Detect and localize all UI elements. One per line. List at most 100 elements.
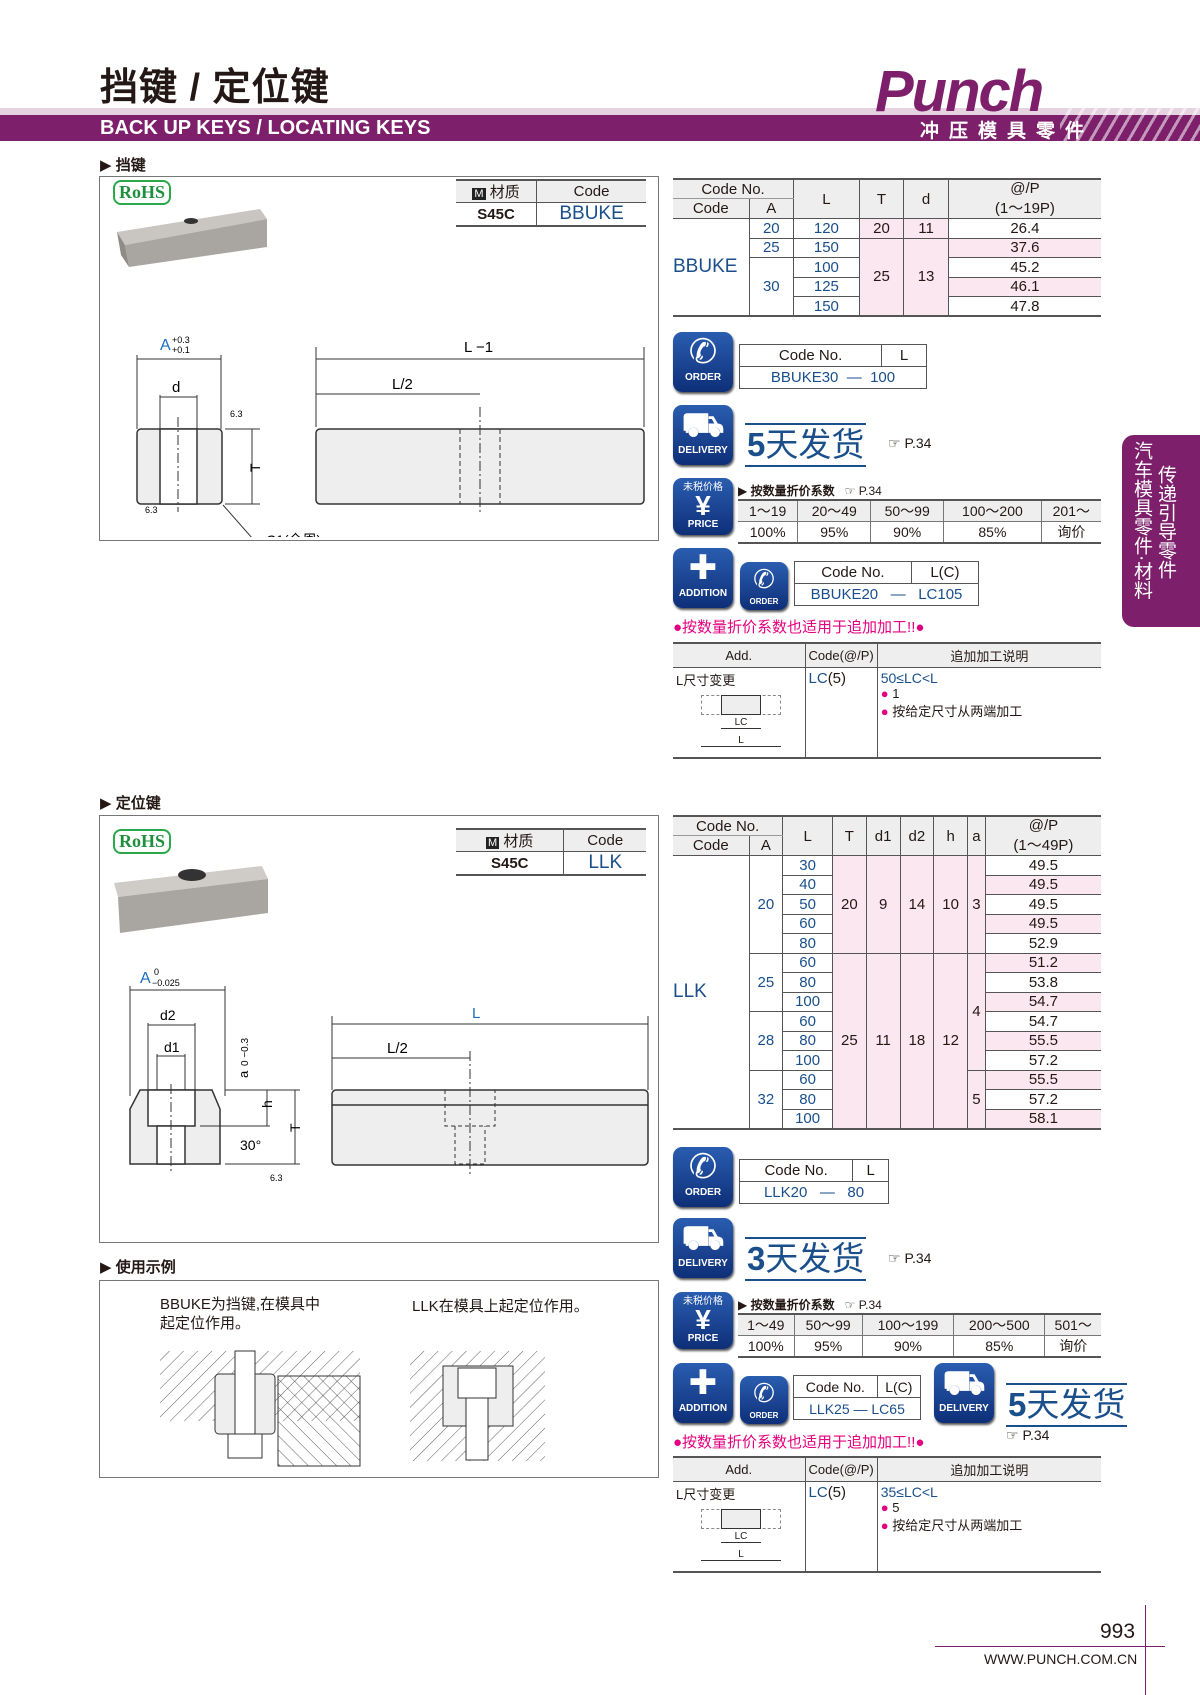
l-cell: 40 bbox=[782, 874, 833, 895]
code-cell: BBUKE bbox=[673, 218, 750, 317]
dim-a-tolerance: 0 −0.3 bbox=[240, 1037, 251, 1066]
material-header: M 材质 bbox=[456, 829, 564, 852]
header-a: A bbox=[748, 835, 783, 856]
delivery-ref[interactable]: ☞ P.34 bbox=[888, 1250, 932, 1266]
discount-rate: 100% bbox=[747, 1338, 784, 1354]
price-cell: 49.5 bbox=[984, 855, 1101, 876]
delivery-days: 3天发货 bbox=[745, 1237, 867, 1281]
section-heading-usage: 使用示例 bbox=[100, 1256, 176, 1277]
price-cell: 49.5 bbox=[984, 913, 1101, 934]
header-a2: a bbox=[967, 815, 986, 856]
material-icon: M bbox=[472, 188, 486, 200]
add-description: 35≤LC<L● 5● 按给定尺寸从两端加工 bbox=[876, 1481, 1101, 1572]
a2-cell: 4 bbox=[967, 952, 986, 1071]
backup-key-photo bbox=[117, 209, 267, 267]
l-cell: 125 bbox=[793, 276, 860, 297]
order-header-l: L bbox=[852, 1159, 889, 1182]
side-category-tab[interactable]: 汽车模具零件·材料 传递引导零件 bbox=[1122, 435, 1200, 627]
info-icon: ● bbox=[880, 704, 889, 719]
add-code: LC(5) bbox=[804, 1481, 878, 1572]
add-desc-header: 追加加工说明 bbox=[876, 643, 1101, 668]
t-cell: 20 bbox=[831, 855, 867, 954]
addition-order-icon: ✆ORDER bbox=[740, 1376, 788, 1424]
header-t: T bbox=[831, 815, 867, 856]
footer-line bbox=[935, 1646, 1165, 1647]
page-title: 挡键 / 定位键 bbox=[100, 67, 330, 109]
l-cell: 30 bbox=[782, 855, 833, 876]
svg-text:L −1: L −1 bbox=[464, 339, 493, 356]
side-tab-line1: 汽车模具零件·材料 bbox=[1131, 441, 1152, 600]
qty-range: 50～99 bbox=[793, 1314, 863, 1336]
price-cell: 51.2 bbox=[984, 952, 1101, 973]
svg-text:d2: d2 bbox=[160, 1007, 176, 1023]
header-code: Code bbox=[673, 198, 750, 219]
svg-text:30°: 30° bbox=[240, 1137, 261, 1153]
discount-rate: 95% bbox=[797, 521, 871, 543]
addition-icon: ✚ADDITION bbox=[673, 548, 733, 608]
add-desc-header: 追加加工说明 bbox=[876, 1457, 1101, 1482]
a-cell: 25 bbox=[749, 952, 784, 1012]
delivery-icon: ⛟DELIVERY bbox=[673, 1218, 733, 1278]
d1-cell: 11 bbox=[865, 952, 901, 1129]
locating-key-photo bbox=[114, 866, 268, 933]
header-d1: d1 bbox=[865, 815, 901, 856]
l-cell: 60 bbox=[782, 952, 833, 973]
code-value: LLK bbox=[563, 851, 646, 875]
svg-text:T: T bbox=[247, 463, 263, 472]
qty-range: 1～19 bbox=[738, 500, 798, 522]
svg-text:A: A bbox=[140, 970, 151, 987]
price-cell: 47.8 bbox=[947, 296, 1101, 317]
l-cell: 60 bbox=[782, 1011, 833, 1032]
price-cell: 37.6 bbox=[947, 237, 1101, 258]
order-example-table: Code No.L LLK20 — 80 bbox=[738, 1159, 889, 1204]
rohs-badge: RoHS bbox=[113, 829, 172, 854]
dim-a: A bbox=[160, 337, 171, 354]
l-cell: 50 bbox=[782, 894, 833, 915]
h-cell: 12 bbox=[933, 952, 969, 1129]
a2-cell: 5 bbox=[967, 1069, 986, 1129]
svg-text:6.3: 6.3 bbox=[145, 505, 158, 515]
svg-text:d1: d1 bbox=[164, 1039, 180, 1055]
backup-key-technical-drawing: A+0.3+0.1 dT L −1L/2 C1(全周) 6.36.3 bbox=[136, 335, 645, 537]
price-cell: 52.9 bbox=[984, 933, 1101, 954]
price-cell: 49.5 bbox=[984, 894, 1101, 915]
qty-range: 501～ bbox=[1044, 1314, 1101, 1336]
footer-vline bbox=[1145, 1605, 1146, 1695]
material-value: S45C bbox=[477, 205, 515, 223]
price-cell: 55.5 bbox=[984, 1030, 1101, 1051]
delivery-ref[interactable]: ☞ P.34 bbox=[888, 435, 932, 451]
l-cell: 80 bbox=[782, 1030, 833, 1051]
header-code: Code bbox=[673, 835, 750, 856]
header-price: @/P(1～19P) bbox=[947, 178, 1101, 219]
header-code-no: Code No. bbox=[673, 178, 795, 200]
website-link[interactable]: WWW.PUNCH.COM.CN bbox=[984, 1651, 1138, 1667]
price-cell: 49.5 bbox=[984, 874, 1101, 895]
l-cell: 100 bbox=[782, 991, 833, 1012]
delivery-icon: ⛟DELIVERY bbox=[673, 405, 733, 465]
header-t: T bbox=[858, 178, 905, 219]
table-row: 40 49.5 bbox=[673, 874, 1101, 895]
price-cell: 26.4 bbox=[947, 218, 1101, 239]
discount-rate: 90% bbox=[861, 1335, 954, 1357]
discount-rate: 询价 bbox=[1040, 521, 1101, 543]
discount-note: ●按数量折价系数也适用于追加加工!!● bbox=[673, 1434, 925, 1451]
code-cell: LLK bbox=[673, 855, 750, 1129]
d1-cell: 9 bbox=[865, 855, 901, 954]
addition-delivery-ref[interactable]: ☞ P.34 bbox=[1006, 1427, 1050, 1443]
svg-text:d: d bbox=[172, 379, 180, 396]
